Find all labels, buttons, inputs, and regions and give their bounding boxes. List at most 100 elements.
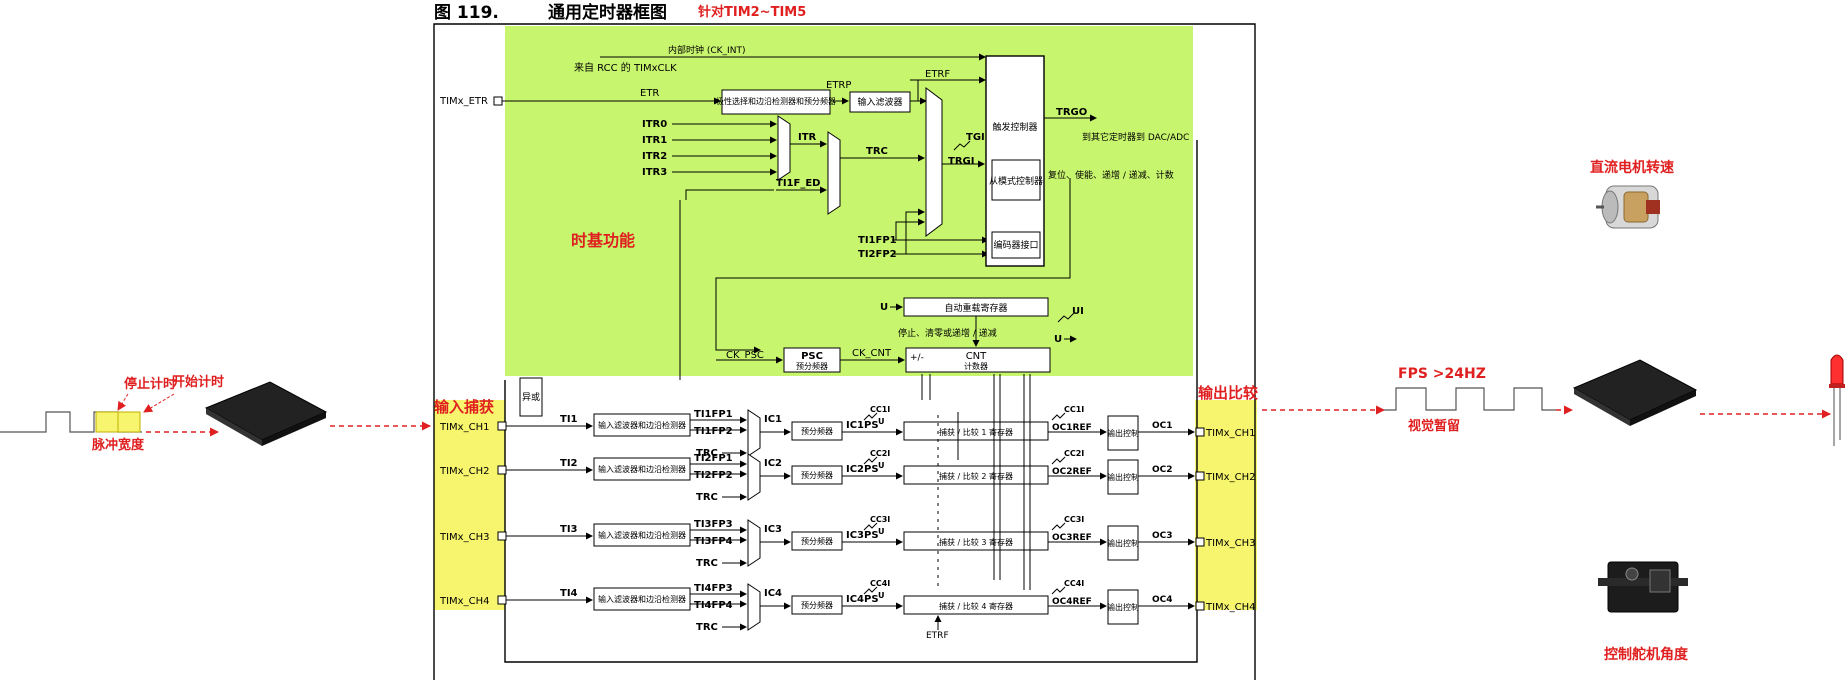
- ic-label-ch3: IC3: [764, 524, 782, 535]
- encoder-interface: [991, 231, 1041, 259]
- fpb-label-ch2: TI2FP2: [694, 470, 733, 481]
- ocref-label-ch4: OC4REF: [1052, 597, 1092, 607]
- fpa-label-ch1: TI1FP1: [694, 409, 733, 420]
- oc-label-ch1: OC1: [1152, 421, 1173, 431]
- output-pin-ch3[interactable]: [1195, 537, 1205, 547]
- polarity-box: [721, 89, 831, 115]
- u-label-ch4: U: [878, 591, 885, 600]
- stop-clear-label: 停止、清零或递增 / 递减: [898, 327, 997, 339]
- encoder-interface-text: 编码器接口: [993, 239, 1038, 251]
- icps-label-ch1: IC1PS: [846, 420, 879, 431]
- cnt-u-label: U: [1054, 334, 1062, 345]
- etr-input-filter: [849, 91, 911, 113]
- ti-label-ch2: TI2: [560, 458, 578, 469]
- oc-label-ch2: OC2: [1152, 465, 1173, 475]
- cc-register-text-ch3: 捕获 / 比较 3 寄存器: [939, 537, 1013, 547]
- start-timing-label: 开始计时: [172, 374, 224, 390]
- channel-rows: 异或: [519, 377, 543, 417]
- input-capture-region: [434, 400, 505, 610]
- ti-label-ch1: TI1: [560, 414, 578, 425]
- cc-register-text-ch2: 捕获 / 比较 2 寄存器: [939, 471, 1013, 481]
- ic-mux-ch3: [747, 519, 761, 567]
- input-pin-label-ch4: TIMx_CH4: [439, 596, 489, 607]
- input-pin-ch4[interactable]: [497, 595, 507, 605]
- output-pin-label-ch1: TIMx_CH1: [1205, 428, 1255, 439]
- servo-label: 控制舵机角度: [1604, 646, 1689, 663]
- trc-label-ch3: TRC: [696, 558, 718, 569]
- prescaler-text-ch4: 预分频器: [801, 600, 833, 610]
- counter-section: U 自动重载寄存器 UI 停止、清零或递增 / 递减 U CK_PSC PSC …: [716, 297, 1084, 373]
- input-capture-label: 输入捕获: [434, 398, 494, 416]
- fpb-label-ch3: TI3FP4: [694, 536, 733, 547]
- cci-label-ch2: CC2I: [870, 449, 890, 458]
- input-pin-ch2[interactable]: [497, 465, 507, 475]
- ck-int-label: 内部时钟 (CK_INT): [668, 44, 745, 56]
- fpb-label-ch1: TI1FP2: [694, 426, 733, 437]
- polarity-box-text: 极性选择和边沿检测器和预分频器: [716, 96, 836, 106]
- input-pin-ch1[interactable]: [497, 421, 507, 431]
- figure-subtitle: 针对TIM2~TIM5: [697, 4, 806, 20]
- right-annotation: FPS >24HZ 视觉暂留 直流电机转速: [1262, 159, 1845, 663]
- right-pulse-wave: [1384, 387, 1556, 411]
- ic-mux-ch1: [747, 409, 761, 457]
- prescaler-text-ch1: 预分频器: [801, 426, 833, 436]
- input-filter-ch1: [593, 413, 691, 437]
- output-control-ch3: [1107, 525, 1139, 561]
- output-control-ch1: [1107, 415, 1139, 451]
- slave-controller: [991, 159, 1041, 201]
- u-label-ch3: U: [878, 527, 885, 536]
- cci-out-label-ch3: CC3I: [1064, 515, 1084, 524]
- prescaler-ch1: [791, 421, 843, 441]
- pulse-width-highlight: [95, 411, 119, 433]
- rcc-clk-label: 来自 RCC 的 TIMxCLK: [574, 61, 677, 74]
- slave-controller-text: 从模式控制器: [989, 175, 1043, 187]
- cnt-box: [905, 347, 1051, 373]
- input-filter-text-ch2: 输入滤波器和边沿检测器: [598, 464, 686, 474]
- ocref-label-ch1: OC1REF: [1052, 423, 1092, 433]
- ocref-label-ch3: OC3REF: [1052, 533, 1092, 543]
- cci-arrow-ch1: [863, 412, 878, 421]
- input-filter-ch4: [593, 587, 691, 611]
- output-control-text-ch3: 输出控制: [1107, 538, 1139, 548]
- cci-out-arrow-ch1: [1051, 412, 1066, 421]
- etr-pin-label: TIMx_ETR: [439, 96, 488, 107]
- trc-label-ch4: TRC: [696, 622, 718, 633]
- etr-pin[interactable]: [493, 96, 503, 106]
- cc-register-ch4: [903, 595, 1049, 615]
- left-mcu-chip-icon: [204, 381, 328, 446]
- cci-arrow-ch4: [863, 586, 878, 595]
- cc-register-ch3: [903, 531, 1049, 551]
- cci-label-ch4: CC4I: [870, 579, 890, 588]
- cc-register-ch1: [903, 421, 1049, 441]
- fpb-label-ch4: TI4FP4: [694, 600, 733, 611]
- input-filter-text-ch4: 输入滤波器和边沿检测器: [598, 594, 686, 604]
- xor-box: [519, 377, 543, 417]
- timebase-label: 时基功能: [571, 231, 635, 250]
- ic-label-ch2: IC2: [764, 458, 782, 469]
- channel-buses: [921, 374, 1031, 590]
- xor-text: 异或: [522, 391, 540, 403]
- output-pin-ch2[interactable]: [1195, 471, 1205, 481]
- psc-sub-text: 预分频器: [796, 361, 828, 371]
- dc-motor-label: 直流电机转速: [1590, 159, 1674, 176]
- output-pin-ch4[interactable]: [1195, 601, 1205, 611]
- ic-label-ch1: IC1: [764, 414, 782, 425]
- prescaler-text-ch2: 预分频器: [801, 470, 833, 480]
- pulse-width-highlight-2: [117, 411, 141, 433]
- input-filter-text-ch3: 输入滤波器和边沿检测器: [598, 530, 686, 540]
- oc-label-ch4: OC4: [1152, 595, 1173, 605]
- servo-icon: [1598, 561, 1688, 613]
- slave-modes-label: 复位、使能、递增 / 递减、计数: [1048, 169, 1174, 181]
- cci-out-label-ch1: CC1I: [1064, 405, 1084, 414]
- trc-label-ch2: TRC: [696, 492, 718, 503]
- left-annotation: 停止计时 开始计时 脉冲宽度: [0, 374, 431, 453]
- etrf-label: ETRF: [925, 69, 950, 80]
- input-pin-ch3[interactable]: [497, 531, 507, 541]
- ti1fp1-top-label: TI1FP1: [858, 235, 897, 246]
- etrp-label: ETRP: [826, 80, 851, 91]
- cc-register-text-ch4: 捕获 / 比较 4 寄存器: [939, 601, 1013, 611]
- oc-label-ch3: OC3: [1152, 531, 1173, 541]
- output-pin-ch1[interactable]: [1195, 427, 1205, 437]
- fpa-label-ch2: TI2FP1: [694, 453, 733, 464]
